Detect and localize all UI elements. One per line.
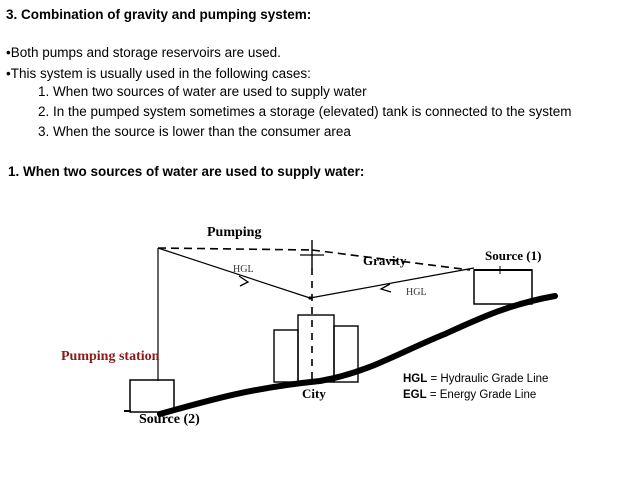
source-1-label: Source (1) — [485, 248, 542, 263]
source-2-reservoir — [129, 379, 175, 413]
pumping-arrow-icon — [238, 275, 250, 287]
city-building-left — [273, 329, 299, 383]
gravity-hgl-dashed — [311, 249, 471, 271]
legend-hgl: HGL = Hydraulic Grade Line — [403, 373, 548, 385]
city-label: City — [302, 386, 326, 401]
pump-hgl-dashed — [157, 247, 313, 251]
hgl-left-label: HGL — [233, 264, 254, 275]
case-item-2: 2. In the pumped system sometimes a stor… — [38, 104, 572, 119]
gravity-label: Gravity — [363, 253, 407, 268]
legend-egl-abbr: EGL — [403, 389, 427, 401]
hgl-right-label: HGL — [406, 287, 427, 298]
gravity-hgl-line — [309, 267, 475, 299]
legend-egl-text: = Energy Grade Line — [426, 389, 537, 401]
section-subheading: 1. When two sources of water are used to… — [8, 164, 365, 179]
city-building-right — [333, 325, 359, 383]
junction-dot — [308, 296, 312, 300]
pumping-hgl-line — [157, 247, 311, 299]
legend-egl: EGL = Energy Grade Line — [403, 389, 536, 401]
city-building-center — [297, 314, 335, 383]
case-item-1: 1. When two sources of water are used to… — [38, 84, 367, 99]
source-2-label: Source (2) — [139, 412, 200, 427]
bullet-pumps-reservoirs: •Both pumps and storage reservoirs are u… — [6, 45, 281, 60]
bullet-usage-cases: •This system is usually used in the foll… — [6, 66, 311, 81]
case-item-3: 3. When the source is lower than the con… — [38, 124, 351, 139]
pumping-station-label: Pumping station — [61, 349, 160, 364]
pumping-label: Pumping — [207, 225, 262, 240]
slide-heading: 3. Combination of gravity and pumping sy… — [6, 7, 312, 22]
legend-hgl-text: = Hydraulic Grade Line — [427, 373, 549, 385]
legend-hgl-abbr: HGL — [403, 373, 428, 385]
source-1-reservoir — [473, 269, 533, 305]
gravity-arrow-icon — [379, 283, 392, 293]
ground-profile — [157, 293, 558, 417]
